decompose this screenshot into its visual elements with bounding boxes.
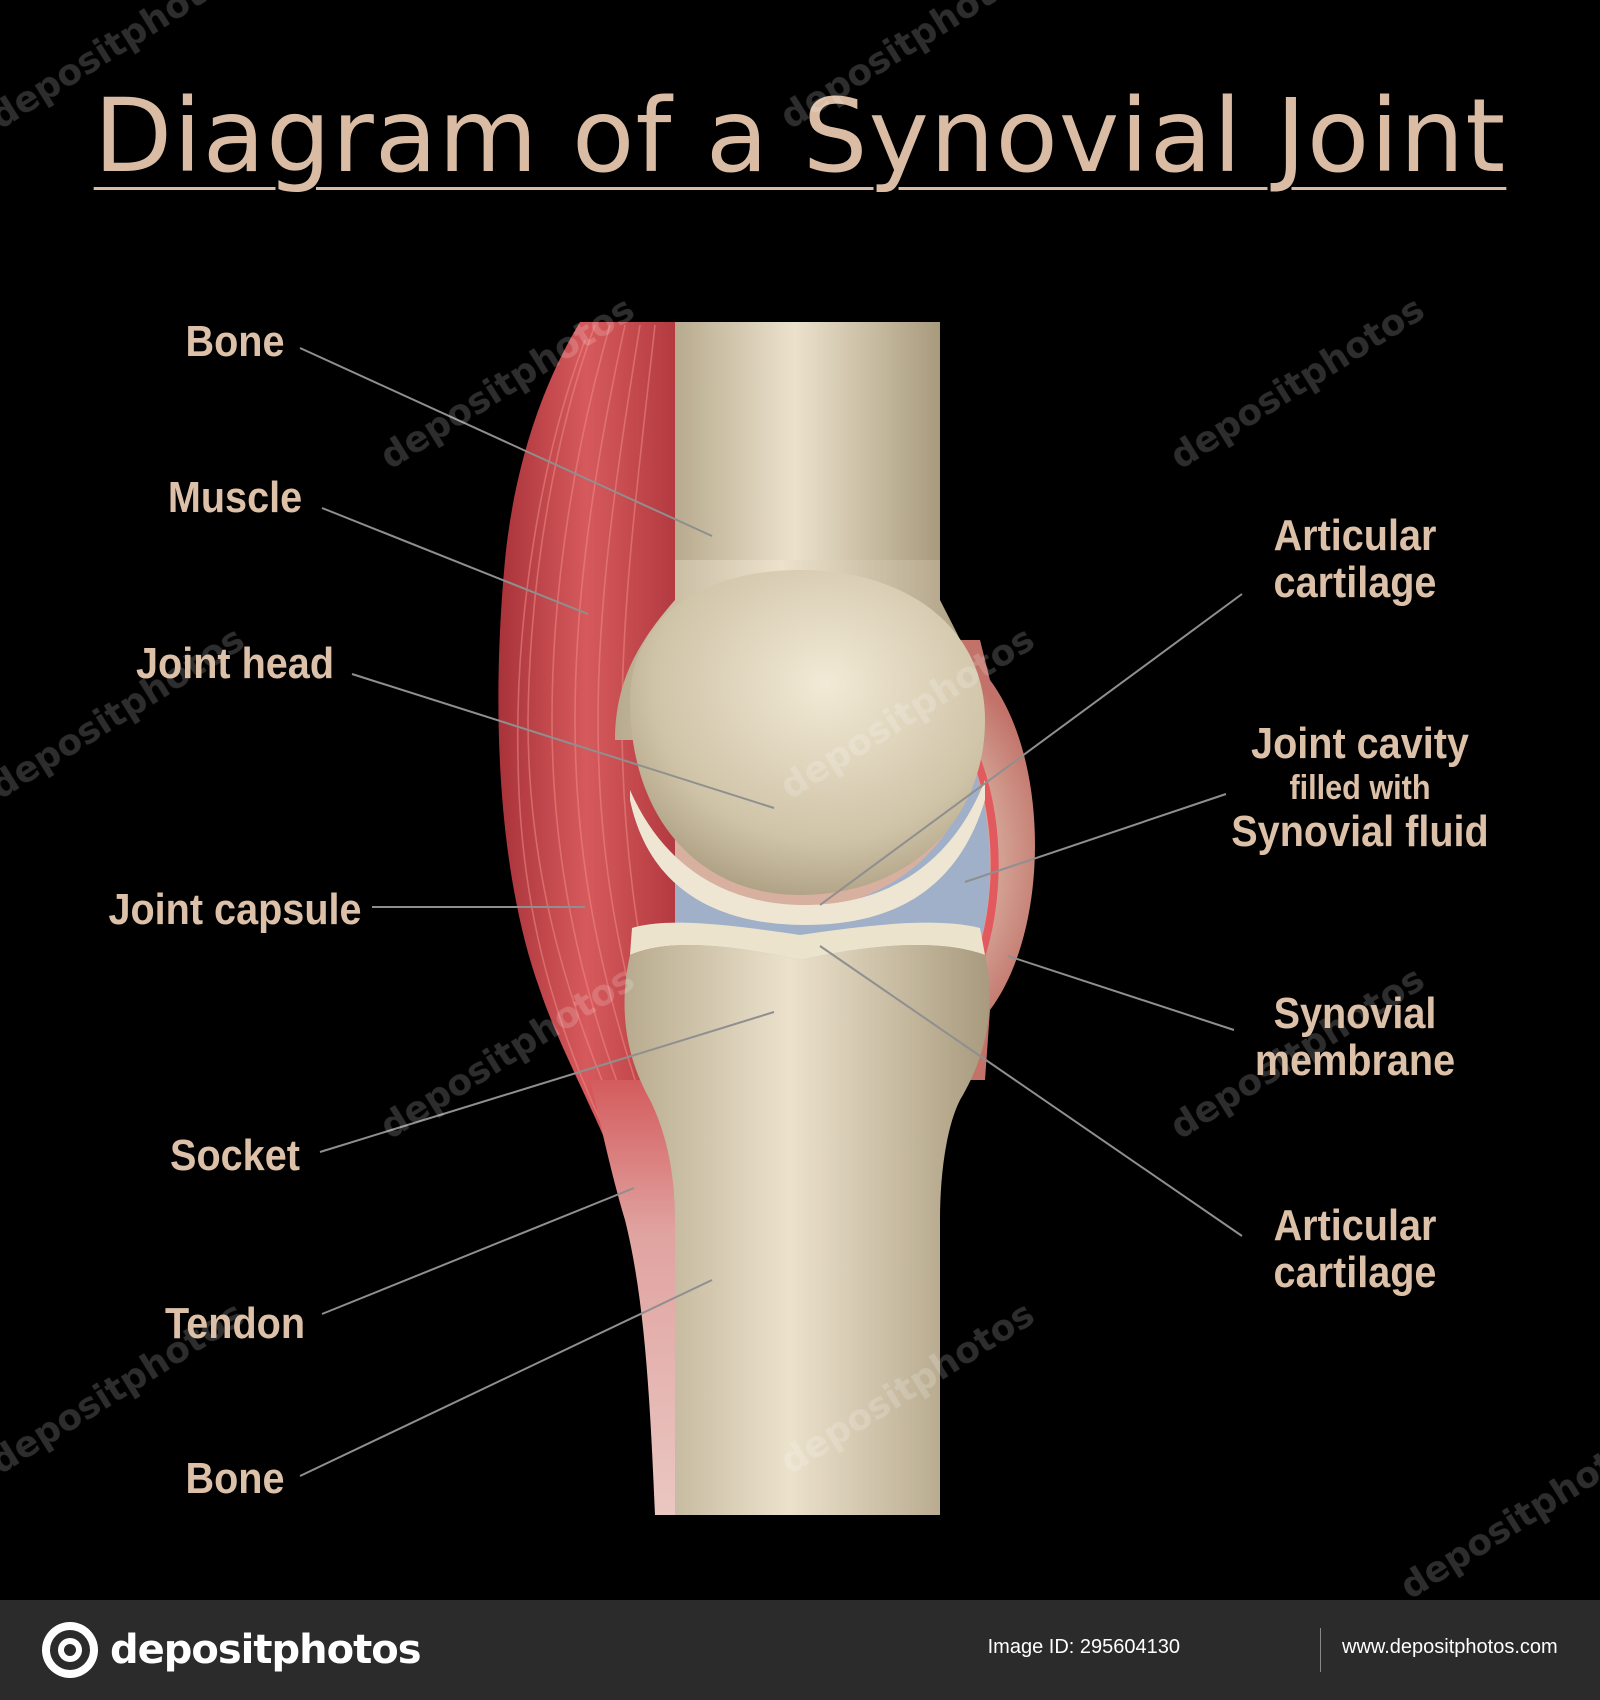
articular-cartilage-socket	[630, 922, 985, 960]
label-synovial-membrane: Synovial membrane	[1252, 990, 1459, 1084]
label-bone-bottom: Bone	[185, 1454, 285, 1503]
svg-text:depositphotos: depositphotos	[773, 0, 1042, 138]
label-articular-cartilage-bottom: Articular cartilage	[1252, 1202, 1459, 1296]
label-bone-top: Bone	[185, 317, 285, 366]
label-muscle: Muscle	[167, 473, 303, 522]
label-joint-head: Joint head	[135, 639, 335, 688]
brand-logo[interactable]: depositphotos	[40, 1618, 422, 1682]
image-id: Image ID: 295604130	[987, 1636, 1180, 1658]
site-link[interactable]: www.depositphotos.com	[1342, 1636, 1558, 1658]
label-joint-cavity-line2: filled with	[1289, 769, 1431, 807]
footer-divider	[1320, 1628, 1321, 1672]
diagram-title: Diagram of a Synovial Joint	[93, 77, 1507, 196]
label-articular-cartilage-bottom-line2: cartilage	[1273, 1248, 1437, 1297]
label-articular-cartilage-top: Articular cartilage	[1252, 512, 1459, 606]
label-joint-capsule: Joint capsule	[108, 885, 362, 934]
brand-name: depositphotos	[110, 1627, 422, 1673]
label-socket: Socket	[170, 1131, 300, 1180]
synovial-joint-illustration: depositphotos depositphotos depositphoto…	[0, 0, 1600, 1600]
label-articular-cartilage-top-line1: Articular	[1273, 511, 1437, 560]
joint-head-shape	[630, 570, 985, 895]
svg-text:depositphotos: depositphotos	[1163, 289, 1432, 478]
svg-text:depositphotos: depositphotos	[0, 0, 252, 138]
label-synovial-membrane-line2: membrane	[1254, 1036, 1456, 1085]
label-synovial-membrane-line1: Synovial	[1273, 989, 1437, 1038]
label-joint-cavity: Joint cavity filled with Synovial fluid	[1225, 720, 1495, 856]
svg-text:depositphotos: depositphotos	[1393, 1419, 1600, 1600]
label-tendon: Tendon	[164, 1299, 306, 1348]
label-joint-cavity-line1: Joint cavity	[1251, 719, 1469, 768]
camera-logo-icon	[42, 1622, 98, 1678]
pointer-lines	[299, 347, 1243, 1477]
label-articular-cartilage-bottom-line1: Articular	[1273, 1201, 1437, 1250]
lower-bone-shape	[624, 944, 990, 1515]
articular-cartilage-head	[630, 780, 985, 925]
label-joint-cavity-line3: Synovial fluid	[1231, 807, 1489, 856]
footer-bar: depositphotos Image ID: 295604130 www.de…	[0, 1600, 1600, 1700]
tendon-shape	[590, 1080, 675, 1515]
label-articular-cartilage-top-line2: cartilage	[1273, 558, 1437, 607]
